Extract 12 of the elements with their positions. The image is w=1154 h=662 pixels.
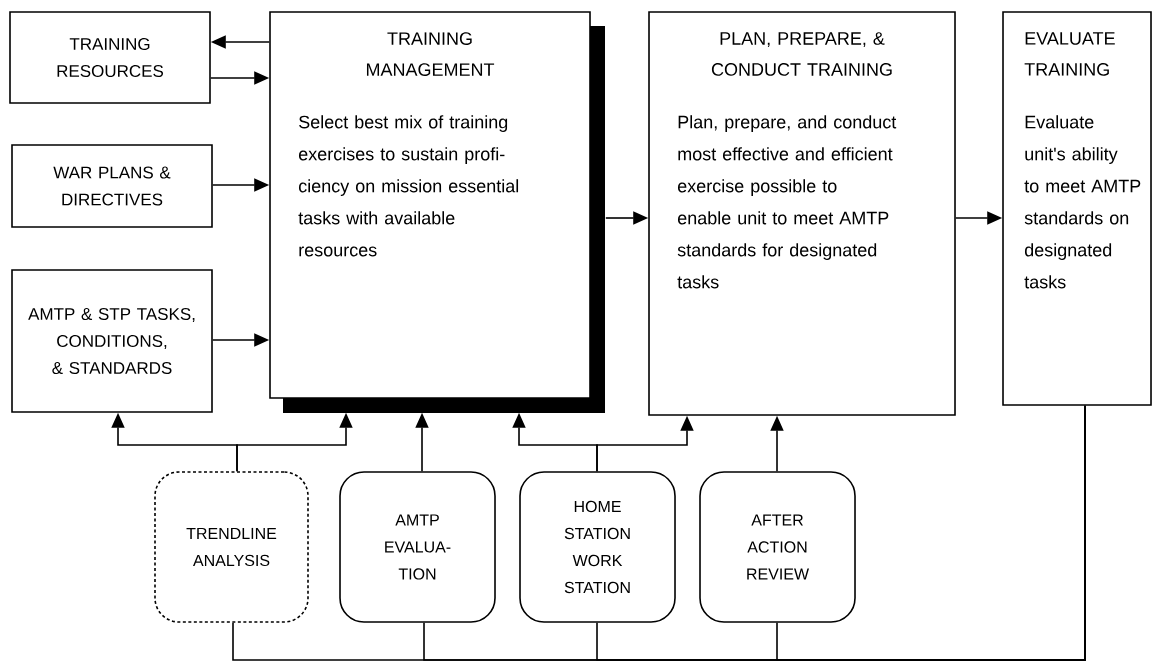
box-heading: EVALUATE TRAINING — [1024, 32, 1115, 76]
input-box: TRAINING RESOURCES — [9, 11, 211, 104]
process-box: TRENDLINE ANALYSIS — [154, 471, 309, 623]
box-heading: PLAN, PREPARE, & CONDUCT TRAINING — [711, 32, 892, 76]
process-box: AMTP EVALUA- TION — [339, 471, 496, 623]
box-description: Evaluate unit's ability to meet AMTP standards on designated tasks — [1024, 115, 1141, 289]
process-box: HOME STATION WORK STATION — [519, 471, 676, 623]
box-description: Plan, prepare, and conduct most effective and efficient exercise possible to enable unit to meet AMTP standards for designated tasks — [677, 115, 897, 289]
connector-line — [776, 405, 1086, 661]
input-box: WAR PLANS & DIRECTIVES — [11, 144, 213, 228]
input-box: AMTP & STP TASKS, CONDITIONS, & STANDARDS — [11, 269, 213, 413]
process-box: AFTER ACTION REVIEW — [699, 471, 856, 623]
